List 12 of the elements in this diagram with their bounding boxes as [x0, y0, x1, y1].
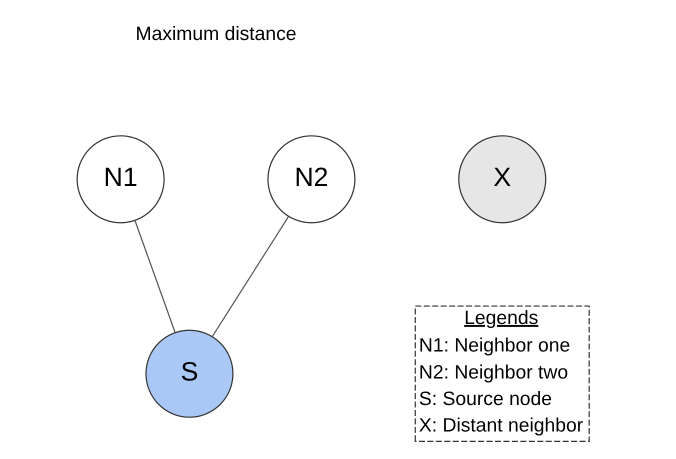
connector	[212, 216, 289, 336]
legend-label: N1: Neighbor one	[418, 335, 570, 356]
connector	[134, 220, 176, 332]
node-circle: X	[458, 134, 546, 223]
legend-label: S: Source node	[418, 388, 552, 410]
node-circle: N2	[267, 134, 356, 223]
label: Legends	[464, 307, 538, 328]
legend-label: N2: Neighbor two	[418, 362, 568, 383]
label: Maximum distance	[136, 24, 297, 45]
node-circle: N1	[76, 134, 165, 223]
legend-label: X: Distant neighbor	[418, 414, 584, 436]
node-circle: S	[145, 329, 234, 418]
